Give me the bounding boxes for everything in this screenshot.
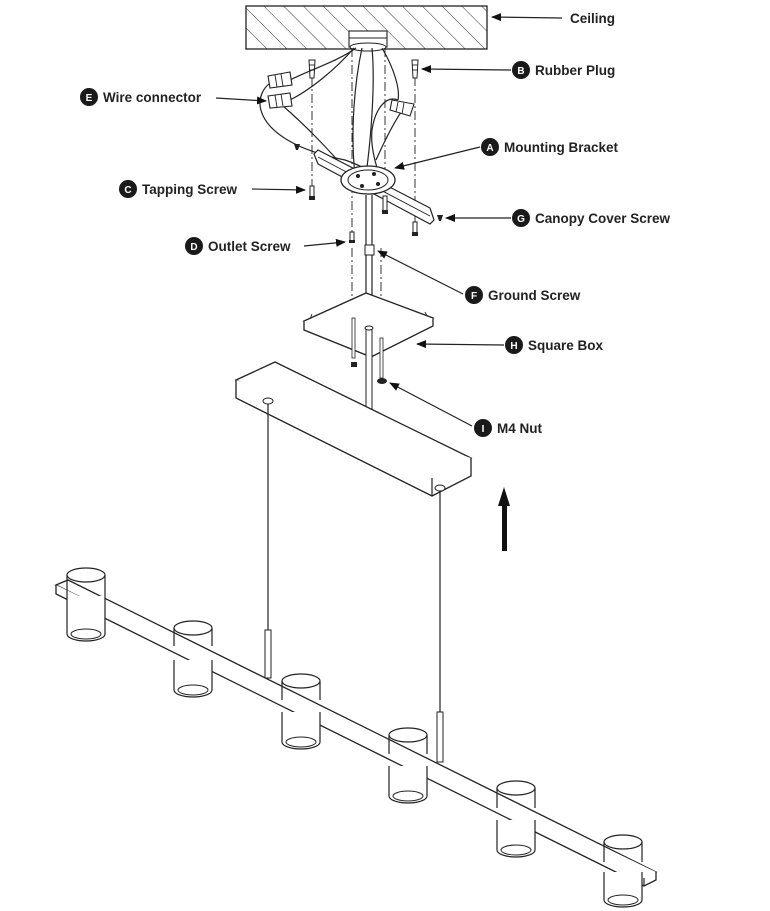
svg-text:B: B bbox=[517, 66, 524, 77]
suspension-cable-left bbox=[264, 404, 272, 679]
svg-text:F: F bbox=[471, 291, 477, 302]
svg-text:G: G bbox=[517, 214, 525, 225]
wire-connector-1 bbox=[267, 71, 293, 89]
mounting-bracket bbox=[313, 149, 435, 225]
lamp-head-5 bbox=[496, 780, 536, 858]
svg-text:D: D bbox=[190, 242, 197, 253]
badge-f: F bbox=[465, 286, 483, 304]
label-ceiling: Ceiling bbox=[570, 11, 615, 26]
label-tapping-screw: Tapping Screw bbox=[142, 182, 238, 197]
rubber-plug-left bbox=[308, 59, 316, 79]
leader-lines bbox=[215, 13, 563, 427]
tapping-screw-right bbox=[412, 221, 418, 236]
label-m4-nut: M4 Nut bbox=[497, 421, 543, 436]
canopy bbox=[234, 361, 473, 497]
wire-connector-3 bbox=[389, 99, 415, 117]
badge-g: G bbox=[512, 209, 530, 227]
small-screw-top-left bbox=[294, 144, 300, 150]
label-mounting-bracket: Mounting Bracket bbox=[504, 140, 619, 155]
badge-i: I bbox=[474, 419, 492, 437]
label-wire-connector: Wire connector bbox=[103, 90, 202, 105]
threaded-rod bbox=[364, 325, 374, 415]
badge-c: C bbox=[119, 180, 137, 198]
label-square-box: Square Box bbox=[528, 338, 604, 353]
svg-text:A: A bbox=[486, 143, 493, 154]
outlet-screw bbox=[349, 231, 355, 243]
bracket-screw-mid bbox=[382, 195, 388, 214]
label-outlet-screw: Outlet Screw bbox=[208, 239, 291, 254]
svg-text:I: I bbox=[482, 424, 485, 435]
box-screw-right bbox=[379, 337, 384, 379]
wire-connector-2 bbox=[267, 92, 293, 109]
m4-nut bbox=[377, 378, 387, 384]
badge-d: D bbox=[185, 237, 203, 255]
suspension-cable-right bbox=[436, 491, 444, 763]
canopy-cover-screw bbox=[437, 215, 443, 221]
badge-a: A bbox=[481, 138, 499, 156]
outlet-hub bbox=[348, 30, 388, 52]
lamp-head-3 bbox=[281, 673, 321, 750]
fixture-bar bbox=[54, 579, 658, 887]
lamp-head-2 bbox=[173, 620, 213, 698]
lamp-head-1 bbox=[66, 567, 106, 642]
svg-text:C: C bbox=[124, 185, 131, 196]
lamp-head-6 bbox=[603, 834, 643, 908]
tapping-screw-left bbox=[309, 185, 315, 200]
lamp-head-4 bbox=[388, 727, 428, 804]
label-rubber-plug: Rubber Plug bbox=[535, 63, 615, 78]
up-arrow bbox=[498, 487, 510, 551]
svg-text:H: H bbox=[510, 341, 517, 352]
label-ground-screw: Ground Screw bbox=[488, 288, 581, 303]
badge-b: B bbox=[512, 61, 530, 79]
box-screw-left bbox=[351, 317, 357, 367]
badge-h: H bbox=[505, 336, 523, 354]
badge-e: E bbox=[80, 88, 98, 106]
label-canopy-cover-screw: Canopy Cover Screw bbox=[535, 211, 671, 226]
rubber-plug-right bbox=[411, 59, 419, 79]
svg-text:E: E bbox=[86, 93, 93, 104]
